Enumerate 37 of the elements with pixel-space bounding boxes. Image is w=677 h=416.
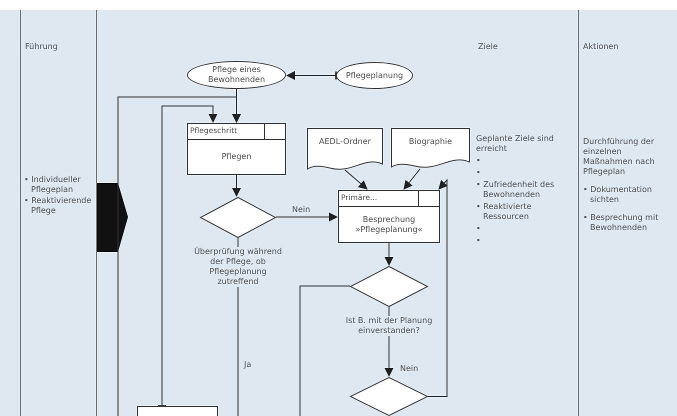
note-text: • xyxy=(476,168,482,178)
box-text: Besprechung »Pflegeplanung« xyxy=(354,214,424,236)
arrow xyxy=(428,178,448,397)
edge-label: Nein xyxy=(400,364,418,374)
edge-label: Ja xyxy=(244,360,252,370)
note-text: • Reaktivierte Ressourcen xyxy=(476,202,533,222)
arrow xyxy=(286,71,337,80)
arrow xyxy=(344,170,368,190)
document-shape: Biographie xyxy=(391,128,470,170)
note-text: • Dokumentation sichten xyxy=(583,185,653,205)
decision-diamond xyxy=(200,197,276,238)
document-shape: AEDL-Ordner xyxy=(307,128,383,172)
arrow xyxy=(158,106,218,407)
process-box xyxy=(338,190,440,243)
note-text: • xyxy=(476,236,482,246)
process-box xyxy=(187,123,286,175)
process-box xyxy=(137,406,218,416)
decision-diamond xyxy=(350,266,428,307)
edge-label: Nein xyxy=(292,205,310,215)
arrow xyxy=(384,242,394,266)
note-text: Durchführung der einzelnen Maßnahmen nach Pflegeplan xyxy=(583,137,656,177)
note-text: • Zufriedenheit des Bewohnenden xyxy=(476,180,556,200)
note-text: Geplante Ziele sind erreicht xyxy=(476,134,555,154)
lane-heading: Ziele xyxy=(478,42,499,52)
arrow xyxy=(276,212,338,222)
note-text: • xyxy=(476,156,482,166)
note-text: • Individueller Pflegeplan xyxy=(24,175,82,195)
arrow xyxy=(118,96,241,416)
lane-heading: Aktionen xyxy=(583,42,620,52)
note-text: • xyxy=(476,224,482,234)
note-text: • Reaktivierende Pflege xyxy=(24,196,92,216)
arrow xyxy=(403,168,420,190)
arrow xyxy=(232,174,241,197)
lane-heading: Führung xyxy=(25,42,59,52)
decision-diamond xyxy=(350,377,428,416)
box-text: Pflegen xyxy=(220,151,252,163)
note-text: • Besprechung mit Bewohnenden xyxy=(583,213,660,233)
